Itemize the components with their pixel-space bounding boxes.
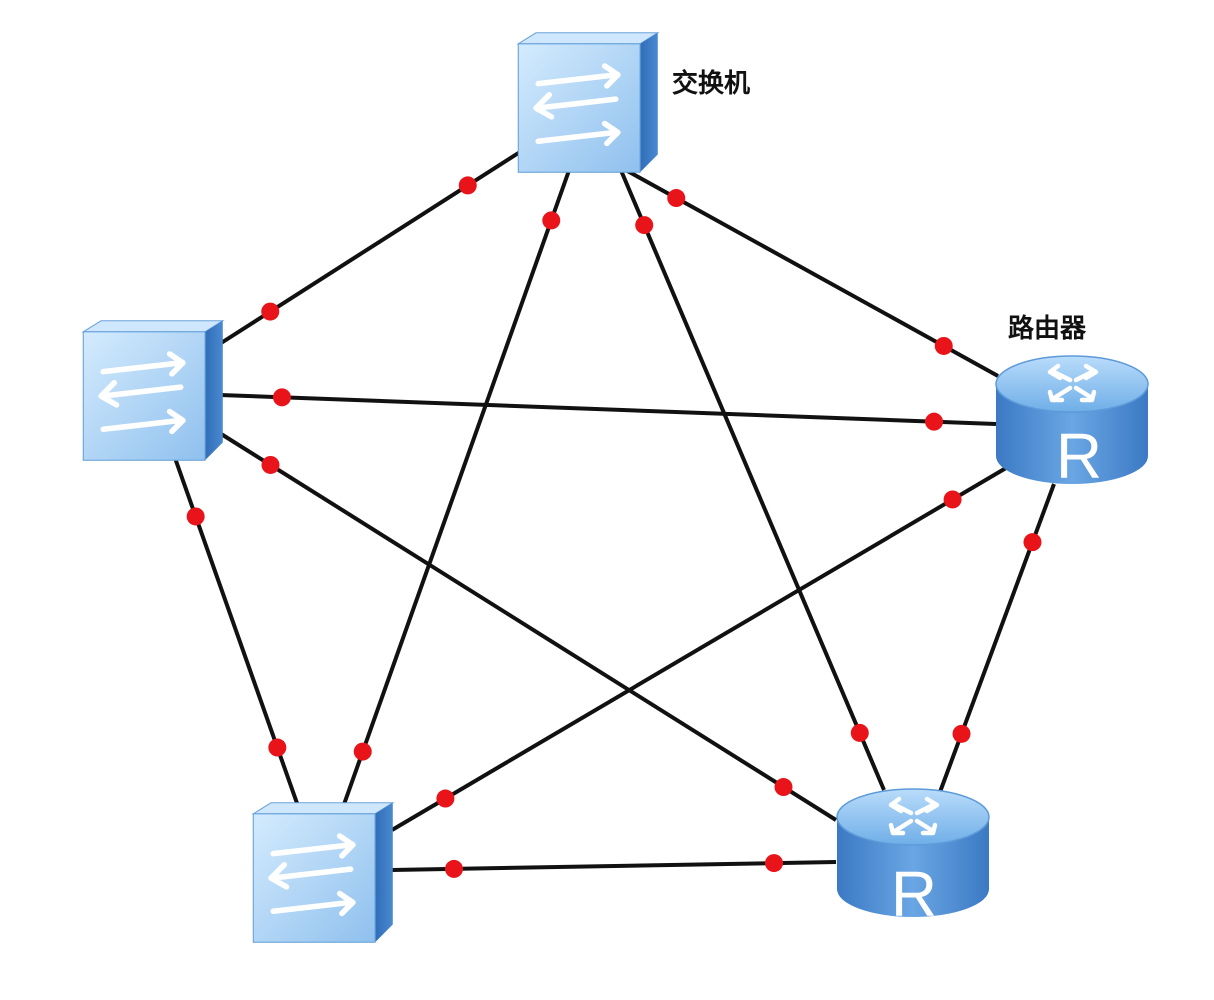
link-switch-top-router-right: [621, 166, 999, 378]
port-dot: [272, 388, 291, 407]
ports-layer: [186, 176, 1042, 878]
port-dot: [1023, 533, 1042, 552]
port-dot: [952, 724, 971, 743]
port-dot: [943, 490, 962, 509]
switch-label: 交换机: [672, 68, 750, 99]
link-switch-top-switch-bottom: [340, 161, 574, 811]
router-bottom-icon: R: [837, 789, 989, 930]
port-dot: [458, 176, 477, 195]
router-label: 路由器: [1008, 313, 1087, 344]
port-dot: [444, 859, 463, 878]
switch-left-icon: [83, 321, 223, 461]
link-switch-left-router-bottom: [216, 430, 838, 822]
port-dot: [261, 302, 280, 321]
port-dot: [934, 336, 953, 355]
port-dot: [850, 723, 869, 742]
port-dot: [774, 778, 793, 797]
port-dot: [925, 412, 944, 431]
port-dot: [667, 189, 686, 208]
port-dot: [353, 742, 372, 761]
router-bottom-letter: R: [891, 858, 937, 930]
link-router-right-router-bottom: [938, 483, 1056, 793]
link-router-right-switch-bottom: [390, 466, 1008, 832]
port-dot: [436, 789, 455, 808]
port-dot: [261, 455, 280, 474]
port-dot: [765, 854, 784, 873]
port-dot: [268, 738, 287, 757]
links-layer: [173, 150, 1056, 872]
router-right-letter: R: [1056, 420, 1102, 492]
link-switch-left-router-right: [219, 393, 997, 426]
router-right-icon: R: [996, 356, 1148, 492]
switch-bottom-icon: [253, 803, 392, 943]
link-switch-top-router-bottom: [618, 167, 886, 791]
port-dot: [635, 216, 654, 235]
switch-top-icon: [518, 33, 658, 173]
port-dot: [186, 507, 205, 526]
port-dot: [542, 211, 561, 230]
link-switch-bottom-router-bottom: [391, 860, 837, 872]
